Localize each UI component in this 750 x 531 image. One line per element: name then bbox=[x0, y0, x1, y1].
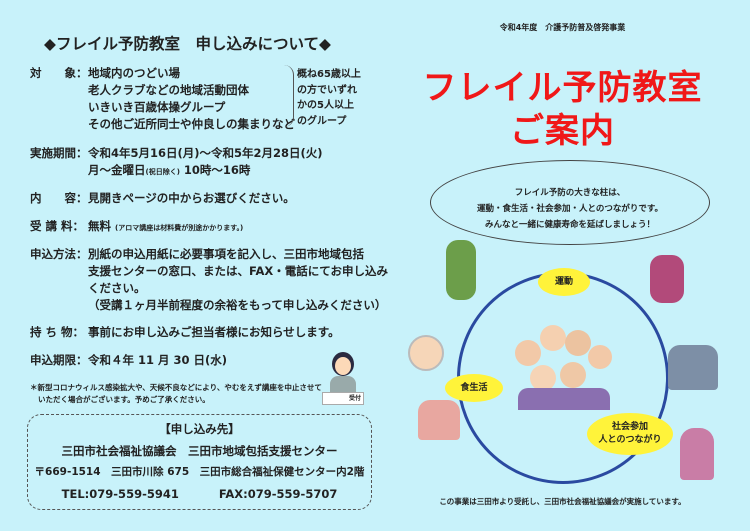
target-row: 対 象： 地域内のつどい場 老人クラブなどの地域活動団体 いきいき百歳体操グルー… bbox=[30, 65, 295, 131]
notice: ＊新型コロナウィルス感染拡大や、天候不良などにより、やむをえず講座を中止させてい… bbox=[30, 383, 322, 404]
tag-exercise: 運動 bbox=[538, 268, 590, 296]
reception-sign: 受付 bbox=[322, 392, 364, 405]
brace bbox=[280, 65, 294, 127]
left-title: ◆フレイル予防教室 申し込みについて◆ bbox=[44, 35, 331, 53]
contact-org: 三田市社会福祉協議会 三田市地域包括支援センター bbox=[61, 443, 338, 458]
target-line: 地域内のつどい場 bbox=[88, 66, 180, 80]
pc-user-illustration bbox=[668, 345, 718, 390]
footer: この事業は三田市より受託し、三田市社会福祉協議会が実施しています。 bbox=[439, 497, 686, 506]
items-row: 持 ち 物：事前にお申し込みご担当者様にお知らせします。 bbox=[30, 325, 340, 339]
method-row: 申込方法： 別紙の申込用紙に必要事項を記入し、三田市地域包括支援センターの窓口、… bbox=[30, 247, 388, 312]
target-line: 老人クラブなどの地域活動団体 bbox=[88, 83, 249, 97]
fee-row: 受 講 料：無料 (アロマ講座は材料費が別途かかります。) bbox=[30, 219, 244, 233]
target-line: いきいき百歳体操グループ bbox=[88, 100, 226, 114]
program-header: 令和4年度 介護予防普及啓発事業 bbox=[499, 23, 626, 32]
tel: TEL:079-559-5941 bbox=[61, 486, 179, 501]
tag-social: 社会参加人とのつながり bbox=[587, 413, 673, 455]
main-title: フレイル予防教室 bbox=[422, 68, 703, 108]
tag-diet: 食生活 bbox=[445, 374, 503, 402]
meal-illustration bbox=[418, 400, 460, 440]
phone-user-illustration bbox=[680, 428, 714, 480]
fax: FAX:079-559-5707 bbox=[218, 486, 338, 501]
contact-address: 〒669-1514 三田市川除 675 三田市総合福祉保健センター内2階 bbox=[34, 466, 365, 478]
target-note: 概ね65歳以上の方でいずれかの5人以上のグループ bbox=[297, 69, 361, 127]
exercise-person-illustration bbox=[650, 255, 684, 303]
deadline-row: 申込期限：令和４年 11 月 30 日(水) bbox=[30, 353, 228, 367]
smiling-face-illustration bbox=[408, 335, 444, 371]
target-line: その他ご近所同士や仲良しの集まりなど bbox=[88, 117, 295, 131]
receptionist-illustration: 受付 bbox=[322, 352, 364, 405]
main-subtitle: ご案内 bbox=[510, 111, 615, 151]
group-illustration bbox=[510, 320, 615, 410]
exercise-person-illustration bbox=[446, 240, 476, 300]
contact-box: 【申し込み先】 三田市社会福祉協議会 三田市地域包括支援センター 〒669-15… bbox=[27, 414, 372, 510]
target-label: 対 象： bbox=[30, 66, 88, 80]
period-row: 実施期間： 令和4年5月16日(月)～令和5年2月28日(火) 月～金曜日(祝日… bbox=[30, 146, 323, 177]
cloud-text: フレイル予防の大きな柱は、運動・食生活・社会参加・人とのつながりです。みんなと一… bbox=[476, 188, 664, 230]
contact-heading: 【申し込み先】 bbox=[159, 422, 240, 436]
contact-phone-row: TEL:079-559-5941 FAX:079-559-5707 bbox=[28, 484, 371, 506]
speech-cloud bbox=[430, 160, 710, 245]
content-row: 内 容：見開きページの中からお選びください。 bbox=[30, 191, 295, 205]
